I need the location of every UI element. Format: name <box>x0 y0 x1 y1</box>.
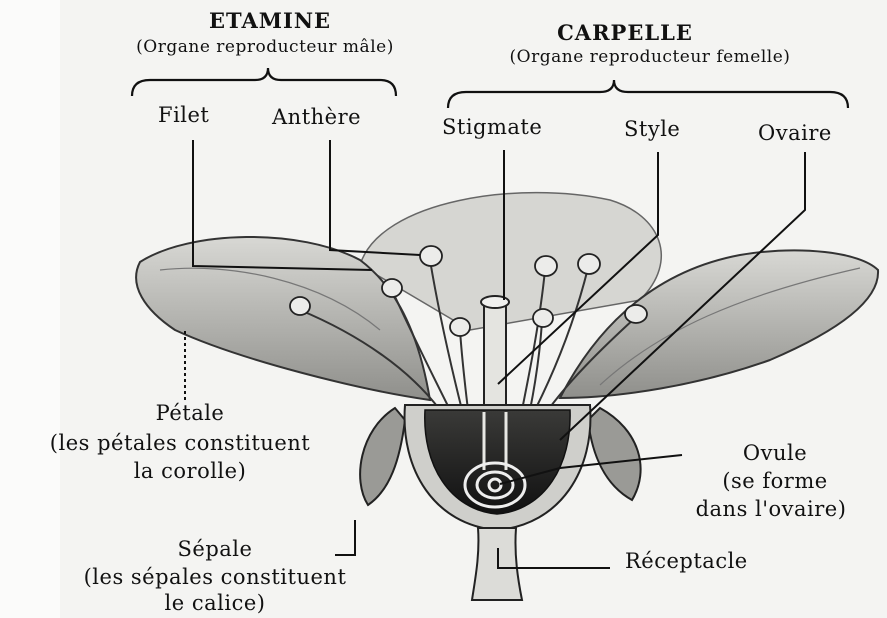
carpel-brace <box>448 80 848 108</box>
left-sepal <box>360 408 405 505</box>
page-margin <box>0 0 60 618</box>
right-sepal <box>588 408 641 500</box>
petale-note-line1: (les pétales constituent <box>0 430 360 456</box>
stamen-brace <box>132 68 396 96</box>
ovule-note-line2: dans l'ovaire) <box>660 496 882 522</box>
label-filet: Filet <box>158 102 209 128</box>
stamen-title: ETAMINE <box>180 8 360 34</box>
label-receptacle: Réceptacle <box>625 548 748 574</box>
ovule-note-line1: (se forme <box>690 468 860 494</box>
label-petale: Pétale <box>90 400 290 426</box>
label-sepale: Sépale <box>120 536 310 562</box>
label-ovaire: Ovaire <box>758 120 832 146</box>
sepale-leader <box>335 520 355 555</box>
carpel-subtitle: (Organe reproducteur femelle) <box>450 46 850 68</box>
sepale-note-line2: le calice) <box>120 590 310 616</box>
petale-note-line2: la corolle) <box>90 458 290 484</box>
sepale-note-line1: (les sépales constituent <box>30 564 400 590</box>
label-ovule: Ovule <box>690 440 860 466</box>
label-style: Style <box>624 116 680 142</box>
back-petal <box>360 193 661 330</box>
carpel-title: CARPELLE <box>540 20 710 46</box>
stamen-subtitle: (Organe reproducteur mâle) <box>70 36 460 58</box>
label-anthere: Anthère <box>272 104 361 130</box>
label-stigmate: Stigmate <box>442 114 542 140</box>
pistil-style <box>484 302 506 412</box>
